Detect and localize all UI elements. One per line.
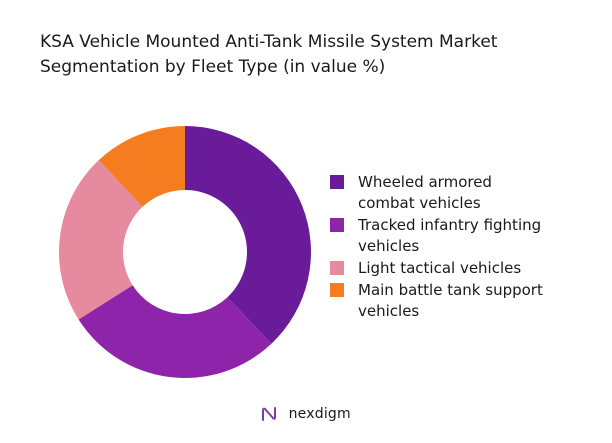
- chart-title: KSA Vehicle Mounted Anti-Tank Missile Sy…: [40, 30, 580, 80]
- legend-swatch-main-battle-tank: [330, 283, 344, 297]
- donut-slice-main-battle-tank: [98, 126, 185, 207]
- chart-legend: Wheeled armored combat vehicles Tracked …: [330, 172, 590, 323]
- logo-text: nexdigm: [288, 406, 351, 422]
- chart-title-line-1: KSA Vehicle Mounted Anti-Tank Missile Sy…: [40, 32, 498, 52]
- legend-swatch-wheeled-armored: [330, 175, 344, 189]
- legend-item-tracked-infantry: Tracked infantry fighting vehicles: [330, 215, 590, 257]
- legend-label-tracked-infantry-line-2: vehicles: [358, 237, 420, 255]
- legend-label-main-battle-tank-line-2: vehicles: [358, 302, 420, 320]
- legend-item-wheeled-armored: Wheeled armored combat vehicles: [330, 172, 590, 214]
- nexdigm-logo-icon: [262, 407, 277, 421]
- legend-label-main-battle-tank-line-1: Main battle tank support: [358, 281, 543, 299]
- donut-slice-wheeled-armored: [185, 126, 311, 344]
- legend-swatch-tracked-infantry: [330, 218, 344, 232]
- brand-logo: nexdigm: [0, 406, 612, 422]
- legend-item-light-tactical: Light tactical vehicles: [330, 258, 590, 279]
- legend-label-tracked-infantry-line-1: Tracked infantry fighting: [358, 216, 542, 234]
- legend-label-light-tactical-line-1: Light tactical vehicles: [358, 259, 522, 277]
- legend-label-wheeled-armored-line-2: combat vehicles: [358, 194, 481, 212]
- donut-slice-tracked-infantry: [78, 285, 272, 378]
- donut-slice-light-tactical: [58, 160, 143, 320]
- legend-item-main-battle-tank: Main battle tank support vehicles: [330, 280, 590, 322]
- chart-title-line-2: Segmentation by Fleet Type (in value %): [40, 57, 386, 77]
- legend-label-wheeled-armored-line-1: Wheeled armored: [358, 173, 492, 191]
- legend-swatch-light-tactical: [330, 261, 344, 275]
